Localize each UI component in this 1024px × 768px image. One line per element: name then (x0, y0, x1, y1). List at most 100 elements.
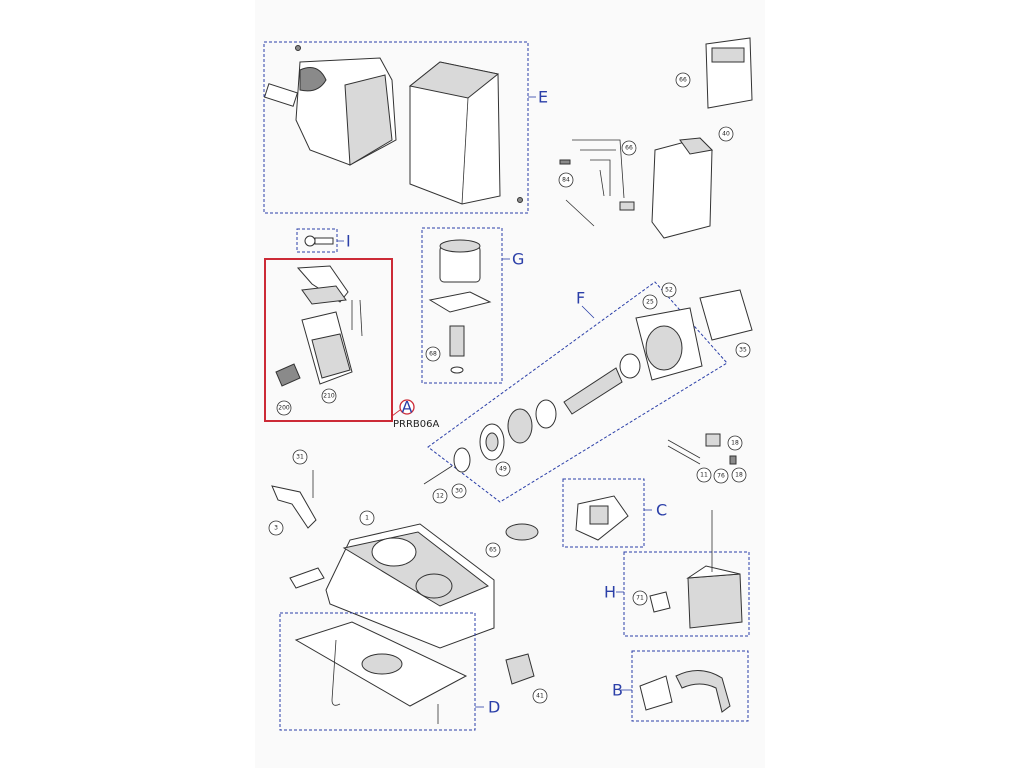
callout-35: 35 (735, 342, 751, 358)
svg-text:66: 66 (625, 145, 633, 152)
group-a-label[interactable]: A (402, 398, 413, 417)
callout-1: 1 (359, 510, 375, 526)
svg-text:210: 210 (323, 393, 335, 400)
svg-text:68: 68 (429, 351, 437, 358)
bridge-rectifier (649, 591, 671, 613)
antenna-wire (565, 199, 595, 227)
pinion-seal (505, 523, 539, 541)
group-b-border (631, 650, 749, 722)
base-housing (271, 470, 539, 685)
svg-text:49: 49 (499, 466, 507, 473)
terminal-block (705, 433, 721, 447)
callout-3: 3 (268, 520, 284, 536)
callout-40: 40 (718, 126, 734, 142)
lock-cylinder (275, 363, 301, 387)
svg-text:71: 71 (636, 595, 644, 602)
callout-65: 65 (485, 542, 501, 558)
motor-flange (428, 291, 492, 313)
group-d-border (279, 612, 476, 731)
board-bracket (651, 137, 713, 239)
group-b-label[interactable]: B (612, 681, 623, 700)
group-g-border (421, 227, 503, 384)
svg-text:12: 12 (436, 493, 444, 500)
group-f[interactable]: F (423, 281, 753, 503)
group-h-label[interactable]: H (604, 583, 616, 602)
group-a-code: PRRB06A (393, 419, 440, 430)
group-a[interactable]: A PRRB06A (264, 258, 440, 430)
callout-68: 68 (425, 346, 441, 362)
group-c-border (562, 478, 645, 548)
svg-text:31: 31 (296, 454, 304, 461)
callouts: 66 66 40 84 68 25 52 35 200 210 49 12 30… (268, 72, 751, 704)
bracket-left (639, 675, 673, 711)
key-icon (304, 235, 316, 247)
group-h-border (623, 551, 750, 637)
svg-text:18: 18 (731, 440, 739, 447)
callout-66b: 66 (621, 140, 637, 156)
svg-text:66: 66 (679, 77, 687, 84)
svg-text:40: 40 (722, 131, 730, 138)
svg-text:30: 30 (455, 488, 463, 495)
group-h[interactable]: H (604, 510, 750, 637)
group-a-marker (399, 399, 415, 415)
callout-49: 49 (495, 461, 511, 477)
group-e-label[interactable]: E (538, 88, 548, 107)
callout-76: 76 (713, 468, 729, 484)
svg-text:84: 84 (562, 177, 570, 184)
group-i-border (296, 228, 338, 253)
screw-icon (295, 45, 301, 51)
group-c[interactable]: C (562, 478, 667, 548)
svg-text:41: 41 (536, 693, 544, 700)
callout-31: 31 (292, 449, 308, 465)
callout-84: 84 (558, 172, 574, 188)
callout-18a: 18 (727, 435, 743, 451)
callout-41: 41 (532, 688, 548, 704)
callout-200: 200 (276, 400, 292, 416)
svg-text:1: 1 (365, 515, 369, 522)
group-e-border (263, 41, 529, 214)
group-b[interactable]: B (612, 650, 749, 722)
motor-bay (371, 537, 417, 567)
svg-text:76: 76 (717, 473, 725, 480)
bracket-strap (675, 670, 731, 713)
washer (453, 447, 471, 473)
svg-text:65: 65 (489, 547, 497, 554)
callout-30: 30 (451, 483, 467, 499)
svg-text:52: 52 (665, 287, 673, 294)
anchor-bolt (331, 639, 341, 706)
callout-52: 52 (661, 282, 677, 298)
group-g-label[interactable]: G (512, 250, 524, 269)
main-shaft (563, 367, 623, 415)
board-terminals (711, 47, 745, 63)
group-a-border (264, 258, 393, 422)
svg-text:3: 3 (274, 525, 278, 532)
svg-text:35: 35 (739, 347, 747, 354)
callout-18b: 18 (731, 467, 747, 483)
cover-lock (299, 67, 327, 92)
group-i-label[interactable]: I (346, 232, 351, 251)
spacer-ring (535, 399, 557, 429)
bearing (619, 353, 641, 379)
brand-plate (263, 83, 299, 107)
svg-text:18: 18 (735, 472, 743, 479)
release-handle (271, 485, 317, 529)
group-e[interactable]: E (263, 41, 548, 214)
connector-icon (619, 201, 635, 211)
group-c-label[interactable]: C (656, 501, 667, 520)
callout-71: 71 (632, 590, 648, 606)
worm-gear (449, 325, 465, 357)
limit-cam (507, 408, 533, 444)
rear-cover-top (408, 61, 500, 99)
rubber-stop (289, 567, 325, 589)
svg-text:25: 25 (646, 299, 654, 306)
group-d[interactable]: D (279, 612, 500, 731)
group-i[interactable]: I (296, 228, 351, 253)
group-g[interactable]: G (421, 227, 524, 384)
group-f-label[interactable]: F (576, 289, 585, 308)
svg-text:11: 11 (700, 472, 708, 479)
control-board-assembly (559, 37, 753, 239)
group-d-label[interactable]: D (488, 698, 500, 717)
callout-210: 210 (321, 388, 337, 404)
cable-gland (505, 653, 535, 685)
